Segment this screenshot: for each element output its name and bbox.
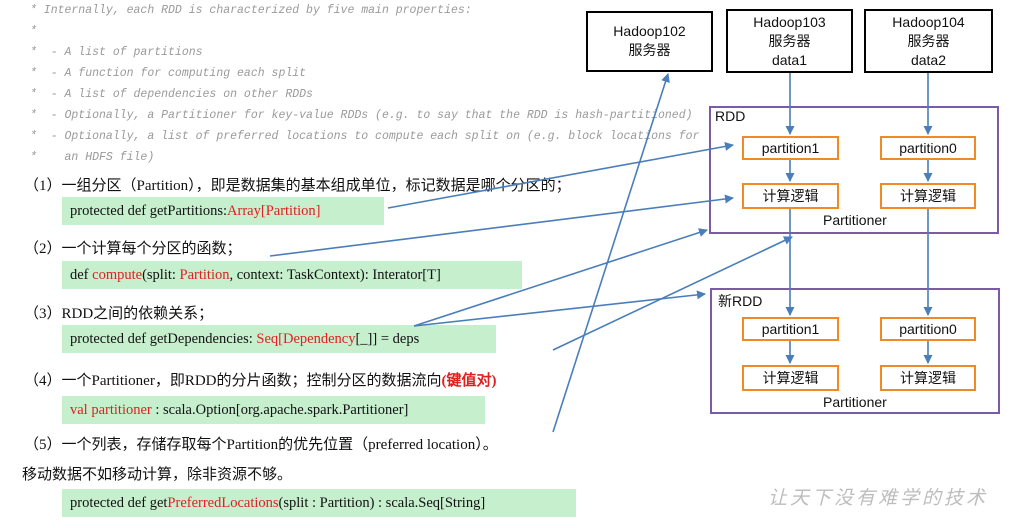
arrow-dependencies-to-new-rdd — [413, 290, 706, 327]
code-highlight: compute — [92, 267, 143, 283]
code-text: protected def getPartitions: — [70, 203, 228, 219]
property-5-code: protected def getPreferredLocations(spli… — [62, 489, 576, 517]
rdd-partition-0: partition0 — [880, 136, 976, 160]
new-rdd-title: 新RDD — [718, 293, 763, 309]
property-1-code: protected def getPartitions:Array[Partit… — [62, 197, 384, 225]
new-rdd-compute-1: 计算逻辑 — [742, 365, 839, 391]
property-2-text: （2）一个计算每个分区的函数； — [24, 241, 242, 257]
property-1-text: （1）一组分区（Partition），即是数据集的基本组成单位，标记数据是哪个分… — [24, 178, 571, 194]
comment-line: * - A list of dependencies on other RDDs — [30, 88, 313, 101]
server-hadoop103: Hadoop103 服务器 data1 — [726, 9, 853, 73]
server-name: Hadoop104 — [892, 14, 965, 30]
code-highlight: Seq[Dependency — [256, 331, 356, 347]
property-5-text: （5）一个列表，存储存取每个Partition的优先位置（preferred l… — [24, 437, 498, 453]
new-rdd-box — [710, 288, 1000, 414]
new-rdd-partition-0: partition0 — [880, 317, 976, 341]
code-text: protected def get — [70, 495, 168, 511]
code-text: [_]] — [355, 331, 378, 347]
comment-line: * - A function for computing each split — [30, 67, 307, 80]
rdd-partition-1: partition1 — [742, 136, 839, 160]
code-highlight: PreferredLocations — [167, 495, 279, 511]
property-4-text: （4）一个Partitioner，即RDD的分片函数；控制分区的数据流向(键值对… — [24, 369, 497, 390]
property-5-note: 移动数据不如移动计算，除非资源不够。 — [22, 467, 293, 483]
new-rdd-partitioner-label: Partitioner — [823, 394, 887, 410]
server-data: data2 — [910, 52, 947, 68]
comment-line: * - Optionally, a Partitioner for key-va… — [30, 109, 693, 122]
new-rdd-partition-1: partition1 — [742, 317, 839, 341]
code-text: def — [70, 267, 93, 283]
property-4-text-main: （4）一个Partitioner，即RDD的分片函数；控制分区的数据流向 — [24, 373, 442, 389]
code-highlight: Partition — [179, 267, 230, 283]
property-4-text-emphasis: (键值对) — [441, 373, 497, 389]
rdd-title: RDD — [715, 108, 746, 124]
rdd-compute-0: 计算逻辑 — [880, 183, 976, 209]
code-text: protected def getDependencies: — [70, 331, 257, 347]
server-data: data1 — [771, 52, 808, 68]
server-role: 服务器 — [907, 33, 950, 49]
property-3-code: protected def getDependencies: Seq[Depen… — [62, 325, 496, 353]
comment-line: * - Optionally, a list of preferred loca… — [30, 130, 700, 143]
code-text: (split: — [142, 267, 180, 283]
code-text: = deps — [377, 331, 420, 347]
code-text: : scala.Option[org.apache.spark.Partitio… — [151, 402, 409, 418]
new-rdd-compute-0: 计算逻辑 — [880, 365, 976, 391]
code-text: (split : Partition) : scala.Seq[String] — [278, 495, 486, 511]
property-2-code: def compute(split: Partition, context: T… — [62, 261, 522, 289]
watermark: 让天下没有难学的技术 — [768, 487, 989, 509]
server-hadoop102: Hadoop102 服务器 — [586, 11, 713, 72]
rdd-compute-1: 计算逻辑 — [742, 183, 839, 209]
code-text: , context: TaskContext): Interator[T] — [229, 267, 441, 283]
server-role: 服务器 — [768, 33, 811, 49]
rdd-partitioner-label: Partitioner — [823, 212, 887, 228]
comment-line: * Internally, each RDD is characterized … — [30, 4, 472, 17]
property-3-text: （3）RDD之间的依赖关系； — [24, 306, 214, 322]
server-name: Hadoop103 — [753, 14, 826, 30]
server-role: 服务器 — [628, 42, 671, 58]
arrow-preferred-location-to-hadoop102 — [552, 73, 670, 433]
code-highlight: Array[Partition] — [227, 203, 321, 219]
comment-line: * - A list of partitions — [30, 46, 203, 59]
server-hadoop104: Hadoop104 服务器 data2 — [864, 9, 993, 73]
comment-line: * an HDFS file) — [30, 151, 155, 164]
property-4-code: val partitioner : scala.Option[org.apach… — [62, 396, 485, 424]
comment-line: * — [30, 25, 37, 38]
code-highlight: val partitioner — [70, 402, 152, 418]
server-name: Hadoop102 — [613, 23, 686, 39]
